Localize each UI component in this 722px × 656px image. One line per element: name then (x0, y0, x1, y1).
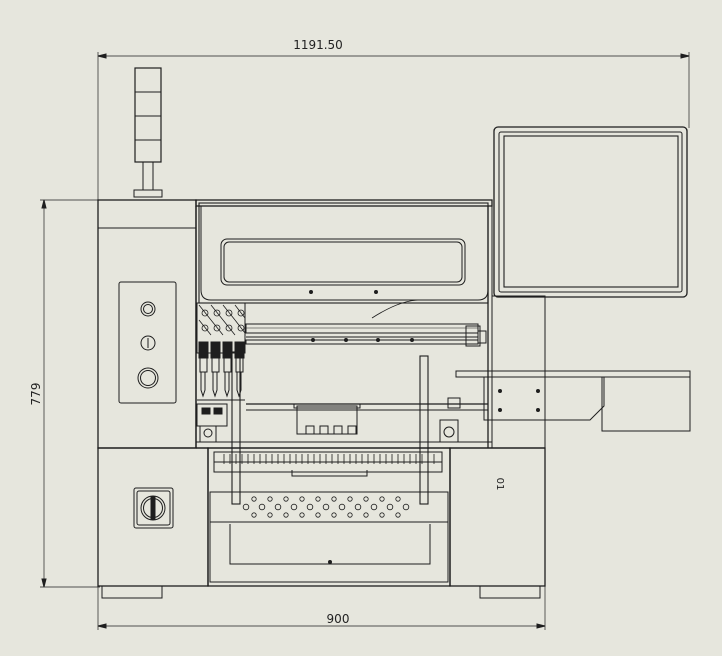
dimension-bottom: 900 (97, 586, 546, 630)
height-dimension-label: 779 (29, 383, 43, 406)
right-foot (479, 585, 541, 599)
left-upper-cabinet (97, 199, 197, 449)
right-cabinet: 01 (449, 295, 546, 587)
dimension-top: 1191.50 (97, 38, 690, 200)
switch-knob-icon (140, 335, 156, 351)
dimension-left: 779 (29, 199, 100, 588)
tray-holes (242, 496, 410, 518)
emergency-stop-icon (137, 367, 159, 389)
width-dimension-label: 1191.50 (293, 38, 343, 52)
signal-tower (133, 67, 163, 198)
base-width-dimension-label: 900 (327, 612, 350, 626)
left-foot (101, 585, 163, 599)
top-cover (195, 199, 493, 319)
conveyor-assembly (213, 351, 461, 505)
feeder-slots (223, 454, 435, 464)
side-mark-label: 01 (494, 478, 505, 491)
main-power-switch-icon (140, 495, 166, 521)
monitor (493, 126, 688, 298)
keyboard-tray (455, 370, 691, 432)
left-lower-cabinet (97, 447, 209, 587)
indicator-light-icon (140, 301, 156, 317)
center-lower-cabinet (207, 447, 451, 587)
placement-heads (196, 302, 246, 443)
gantry-frame (195, 200, 545, 449)
